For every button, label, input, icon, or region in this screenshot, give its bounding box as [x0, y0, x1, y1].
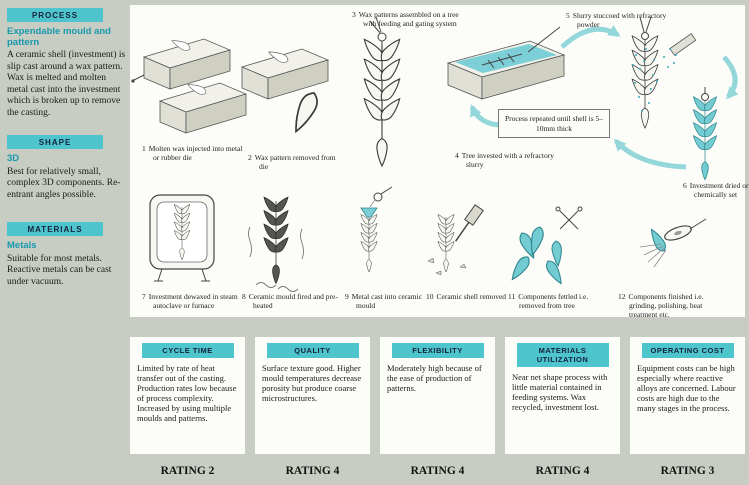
rating-description: Moderately high because of the ease of p… — [387, 363, 482, 393]
step-number: 10 — [426, 292, 434, 301]
rating-value: RATING 4 — [410, 465, 465, 477]
section-shape: SHAPE 3D Best for relatively small, comp… — [7, 135, 126, 201]
process-header: PROCESS — [7, 8, 103, 22]
sidebar: PROCESS Expendable mould and pattern A c… — [7, 8, 126, 288]
materials-utilization-column: MATERIALS UTILIZATION Near net shape pro… — [505, 337, 620, 477]
ratings-row: CYCLE TIME Limited by rate of heat trans… — [130, 337, 745, 477]
powder-dots — [632, 48, 677, 112]
operating-cost-column: OPERATING COST Equipment costs can be hi… — [630, 337, 745, 477]
rating-header: OPERATING COST — [641, 343, 734, 358]
step9-metal-pouring-illustration — [359, 186, 393, 272]
step-number: 8 — [242, 292, 246, 301]
step-text: Metal cast into ceramic mould — [351, 292, 422, 310]
rating-value: RATING 2 — [160, 465, 215, 477]
step-number: 12 — [618, 292, 626, 301]
process-repeat-note: Process repeated until shell is 5–10mm t… — [498, 109, 610, 138]
step12-grinding-wheel-illustration — [639, 218, 707, 268]
step7-autoclave-illustration — [149, 194, 215, 282]
step-text: Ceramic mould fired and pre-heated — [248, 292, 338, 310]
step6-dried-investment-illustration — [691, 87, 719, 180]
operating-cost-panel: OPERATING COST Equipment costs can be hi… — [630, 337, 745, 454]
process-subtitle: Expendable mould and pattern — [7, 26, 111, 48]
rating-description: Near net shape process with little mater… — [512, 372, 608, 412]
step-text: Components finished i.e. grinding, polis… — [628, 292, 704, 319]
step11-fettled-components-illustration — [507, 206, 583, 287]
rating-header: QUALITY — [266, 343, 359, 358]
step-text: Tree invested with a refractory slurry — [461, 151, 554, 169]
shape-description: Best for relatively small, complex 3D co… — [7, 166, 121, 200]
step-number: 4 — [455, 151, 459, 160]
section-materials: MATERIALS Metals Suitable for most metal… — [7, 222, 126, 288]
step-text: Slurry stuccoed with refractory powder — [572, 11, 667, 29]
flexibility-panel: FLEXIBILITY Moderately high because of t… — [380, 337, 495, 454]
process-description: A ceramic shell (investment) is slip cas… — [7, 50, 126, 118]
step4-slurry-tray-illustration — [446, 26, 566, 100]
step-text: Ceramic shell removed — [436, 292, 507, 301]
flexibility-column: FLEXIBILITY Moderately high because of t… — [380, 337, 495, 477]
rating-description: Equipment costs can be high especially w… — [637, 363, 736, 413]
step-text: Investment dried or chemically set — [689, 181, 749, 199]
step-text: Wax patterns assembled on a tree with fe… — [358, 10, 459, 28]
quality-column: QUALITY Surface texture good. Higher mou… — [255, 337, 370, 477]
step-number: 9 — [345, 292, 349, 301]
step-number: 11 — [508, 292, 516, 301]
step5-stucco-powder-illustration — [629, 16, 697, 128]
step8-fired-mould-illustration — [248, 195, 304, 292]
step-number: 3 — [352, 10, 356, 19]
step3-wax-tree-illustration — [360, 16, 403, 166]
shape-subtitle: 3D — [7, 153, 20, 164]
rating-value: RATING 4 — [285, 465, 340, 477]
materials-subtitle: Metals — [7, 240, 37, 251]
step-text: Investment dewaxed in steam autoclave or… — [148, 292, 238, 310]
step-text: Components fettled i.e. removed from tre… — [518, 292, 589, 310]
step-text: Wax pattern removed from die — [254, 153, 336, 171]
process-illustrations-svg — [131, 16, 739, 292]
rating-value: RATING 4 — [535, 465, 590, 477]
rating-header: CYCLE TIME — [141, 343, 234, 358]
step-number: 2 — [248, 153, 252, 162]
step-text: Molten wax injected into metal or rubber… — [148, 144, 243, 162]
quality-panel: QUALITY Surface texture good. Higher mou… — [255, 337, 370, 454]
step1-die-blocks-illustration — [131, 36, 248, 134]
step-number: 1 — [142, 144, 146, 153]
rating-description: Limited by rate of heat transfer out of … — [137, 363, 237, 423]
cycle-time-column: CYCLE TIME Limited by rate of heat trans… — [130, 337, 245, 477]
materials-description: Suitable for most metals. Reactive metal… — [7, 253, 112, 287]
step-number: 5 — [566, 11, 570, 20]
step2-open-die-illustration — [240, 48, 330, 136]
step-number: 7 — [142, 292, 146, 301]
rating-header: MATERIALS UTILIZATION — [516, 343, 609, 367]
rating-header: FLEXIBILITY — [391, 343, 484, 358]
materials-header: MATERIALS — [7, 222, 103, 236]
materials-utilization-panel: MATERIALS UTILIZATION Near net shape pro… — [505, 337, 620, 454]
rating-value: RATING 3 — [660, 465, 715, 477]
step-number: 6 — [683, 181, 687, 190]
shape-header: SHAPE — [7, 135, 103, 149]
section-process: PROCESS Expendable mould and pattern A c… — [7, 8, 126, 119]
rating-description: Surface texture good. Higher mould tempe… — [262, 363, 362, 403]
cycle-time-panel: CYCLE TIME Limited by rate of heat trans… — [130, 337, 245, 454]
step10-shell-removal-illustration — [427, 204, 484, 276]
